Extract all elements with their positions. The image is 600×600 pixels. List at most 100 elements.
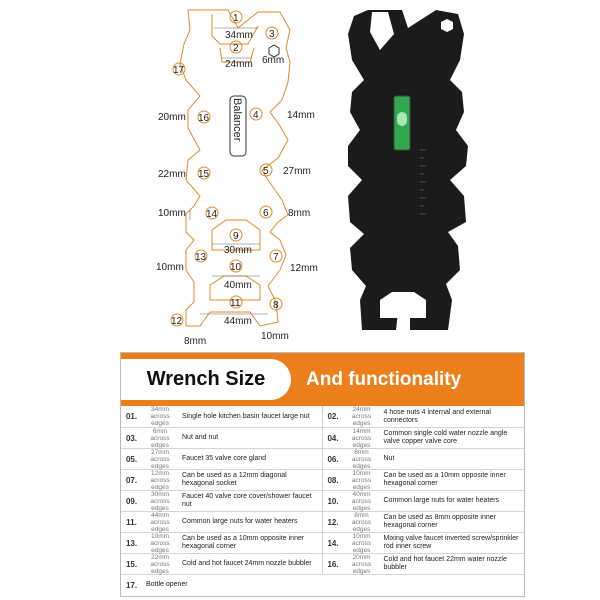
item-number: 06.	[327, 454, 339, 464]
size-mm: 8mm	[354, 448, 369, 456]
hex-socket-6mm	[268, 44, 280, 58]
jaw-24-cutout	[219, 47, 255, 63]
item-number: 10.	[327, 496, 339, 506]
size-edges: across edges	[150, 476, 170, 491]
svg-text:12: 12	[171, 316, 183, 327]
item-number: 03.	[125, 433, 138, 443]
size-edges: across edges	[351, 413, 372, 427]
svg-text:14: 14	[206, 209, 218, 220]
table-cell: 17. Bottle opener	[121, 575, 524, 595]
item-description: Faucet 40 valve core cover/shower faucet…	[182, 493, 312, 508]
banner-left-pill: Wrench Size	[121, 359, 291, 400]
size-edges: across edges	[351, 560, 372, 575]
svg-text:11: 11	[230, 298, 241, 309]
item-description: Common large nuts for water heaters	[383, 497, 500, 504]
svg-text:17: 17	[173, 65, 185, 76]
item-description: Cold and hot faucet 22mm water nozzle bu…	[383, 556, 507, 571]
size-mm: 12mm	[150, 469, 170, 477]
size-label-14mm: 14mm	[287, 110, 315, 121]
table-row: 17. Bottle opener	[121, 574, 524, 595]
size-label-44mm: 44mm	[224, 316, 252, 327]
size-mm: 24mm	[352, 406, 371, 413]
size-label-30mm: 30mm	[224, 245, 252, 256]
item-number: 15.	[125, 559, 138, 569]
item-number: 08.	[327, 475, 339, 485]
marker-8: 8	[269, 297, 283, 311]
banner-right: And functionality	[306, 353, 461, 406]
item-number: 05.	[125, 454, 138, 464]
item-description: Can be used as a 10mm opposite inner hex…	[383, 472, 506, 487]
jaw-opening	[370, 12, 394, 50]
svg-text:9: 9	[233, 231, 239, 242]
item-number: 12.	[327, 517, 339, 527]
size-label-40mm: 40mm	[224, 280, 252, 291]
size-label-10mm-a: 10mm	[158, 208, 186, 219]
item-description: Common single cold water nozzle angle va…	[383, 430, 508, 445]
item-number: 07.	[125, 475, 138, 485]
item-number: 16.	[327, 559, 339, 569]
svg-text:8: 8	[273, 300, 279, 311]
size-mm: 10mm	[352, 532, 371, 540]
size-label-12mm: 12mm	[290, 263, 318, 274]
svg-text:1: 1	[233, 13, 239, 24]
marker-13: 13	[194, 249, 208, 263]
size-mm: 44mm	[150, 511, 170, 519]
item-description: Can be used as 8mm opposite inner hexago…	[383, 514, 496, 529]
size-edges: across edges	[150, 497, 170, 512]
size-label-20mm: 20mm	[158, 112, 186, 123]
balancer-slot	[229, 95, 247, 157]
size-label-8mm-a: 8mm	[288, 208, 310, 219]
item-description: 4 hose nuts 4 internal and external conn…	[383, 408, 491, 424]
size-edges: across edges	[351, 434, 372, 449]
scale-ticks	[420, 149, 426, 215]
marker-7: 7	[269, 249, 283, 263]
size-edges: across edges	[351, 539, 372, 554]
marker-10: 10	[229, 259, 243, 273]
marker-1: 1	[229, 10, 243, 24]
item-number: 04.	[327, 433, 339, 443]
size-edges: across edges	[351, 497, 372, 512]
size-label-27mm: 27mm	[283, 166, 311, 177]
item-number: 17.	[125, 580, 138, 590]
item-number: 13.	[125, 538, 138, 548]
item-description: Nut	[383, 455, 395, 462]
size-label-24mm: 24mm	[225, 59, 253, 70]
wrench-photo	[348, 10, 468, 330]
size-edges: across edges	[150, 434, 170, 449]
marker-14: 14	[205, 206, 219, 220]
svg-text:7: 7	[273, 252, 279, 263]
wrench-outline-diagram: Balancer 1 2 3 4 5 6 7 8 9 10 11 12 13 1…	[156, 9, 318, 345]
size-edges: across edges	[351, 455, 372, 470]
marker-17: 17	[172, 62, 186, 76]
item-number: 09.	[125, 496, 138, 506]
size-mm: 34mm	[150, 406, 170, 413]
size-edges: across edges	[150, 518, 170, 533]
